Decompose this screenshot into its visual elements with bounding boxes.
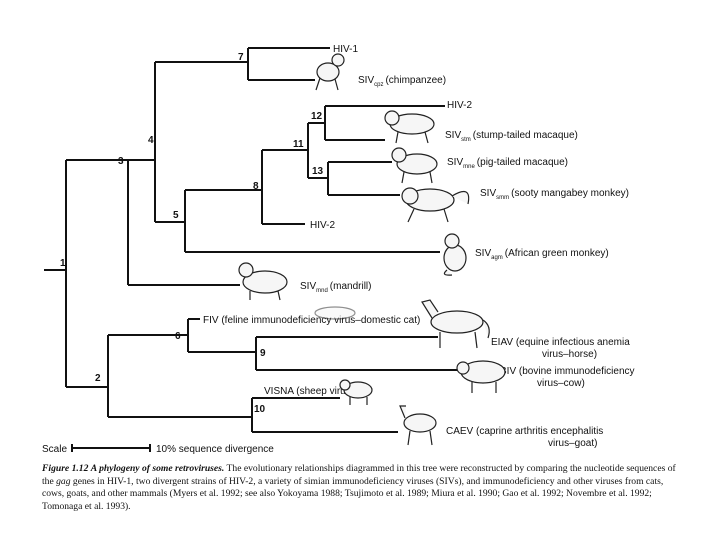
node-label-1: 1: [60, 258, 66, 269]
figure-caption: Figure 1.12 A phylogeny of some retrovir…: [42, 463, 682, 513]
node-label-12: 12: [311, 111, 323, 122]
node-label-5: 5: [173, 210, 179, 221]
mandrill-icon: [238, 262, 288, 301]
node-label-10: 10: [254, 404, 266, 415]
taxon-visna: VISNA (sheep virus): [264, 386, 354, 397]
taxon-caev-line1: CAEV (caprine arthritis encephalitis: [446, 426, 603, 437]
caption-body-1: The evolutionary relationships diagramme…: [42, 463, 676, 487]
caption-body-2: genes in HIV-1, two divergent strains of…: [42, 475, 664, 512]
node-label-8: 8: [253, 181, 259, 192]
goat-icon: [399, 405, 437, 446]
node-label-2: 2: [95, 373, 101, 384]
node-label-6: 6: [175, 331, 181, 342]
pig-tailed-macaque-icon: [391, 147, 438, 184]
taxon-sivcpz: SIVcpz(chimpanzee): [358, 75, 446, 88]
node-label-13: 13: [312, 166, 324, 177]
figure-title: A phylogeny of some retroviruses.: [90, 463, 225, 474]
node-label-9: 9: [260, 348, 266, 359]
tree-branches: [44, 47, 460, 433]
sheep-icon: [339, 379, 373, 405]
scale-text: 10% sequence divergence: [156, 444, 274, 455]
taxon-caev-line2: virus–goat): [548, 438, 597, 449]
caption-gene: gag: [56, 475, 71, 487]
figure-label: Figure 1.12: [42, 463, 89, 474]
horse-icon: [421, 299, 490, 349]
chimpanzee-icon: [315, 53, 345, 91]
taxon-sivsmm: SIVsmm(sooty mangabey monkey): [480, 188, 629, 201]
taxon-hiv1: HIV-1: [333, 44, 358, 55]
taxon-hiv2b: HIV-2: [310, 220, 335, 231]
phylogeny-tree: 1 2 3 4 5 6 7 8 9 10 11 12 13 HIV-1 SIVc…: [42, 44, 635, 455]
cat-icon: [314, 306, 356, 320]
node-label-11: 11: [293, 139, 304, 150]
cow-icon: [456, 360, 506, 393]
green-monkey-icon: [443, 233, 467, 276]
node-label-7: 7: [238, 52, 244, 63]
taxon-sivstm: SIVstm(stump-tailed macaque): [445, 130, 578, 143]
scale-label: Scale: [42, 444, 67, 455]
taxon-fiv: FIV (feline immunodeficiency virus–domes…: [203, 315, 420, 326]
taxon-eiav-line1: EIAV (equine infectious anemia: [491, 337, 630, 348]
taxon-sivmne: SIVmne(pig-tailed macaque): [447, 157, 568, 170]
taxon-biv-line2: virus–cow): [537, 378, 585, 389]
macaque-icon: [384, 110, 435, 144]
node-label-4: 4: [148, 135, 154, 146]
taxon-eiav-line2: virus–horse): [542, 349, 597, 360]
taxon-sivagm: SIVagm(African green monkey): [475, 248, 609, 261]
node-label-3: 3: [118, 156, 124, 167]
taxon-biv-line1: BIV (bovine immunodeficiency: [500, 366, 635, 377]
taxon-sivmnd: SIVmnd(mandrill): [300, 281, 371, 294]
mangabey-icon: [401, 187, 470, 223]
taxon-hiv2a: HIV-2: [447, 100, 472, 111]
